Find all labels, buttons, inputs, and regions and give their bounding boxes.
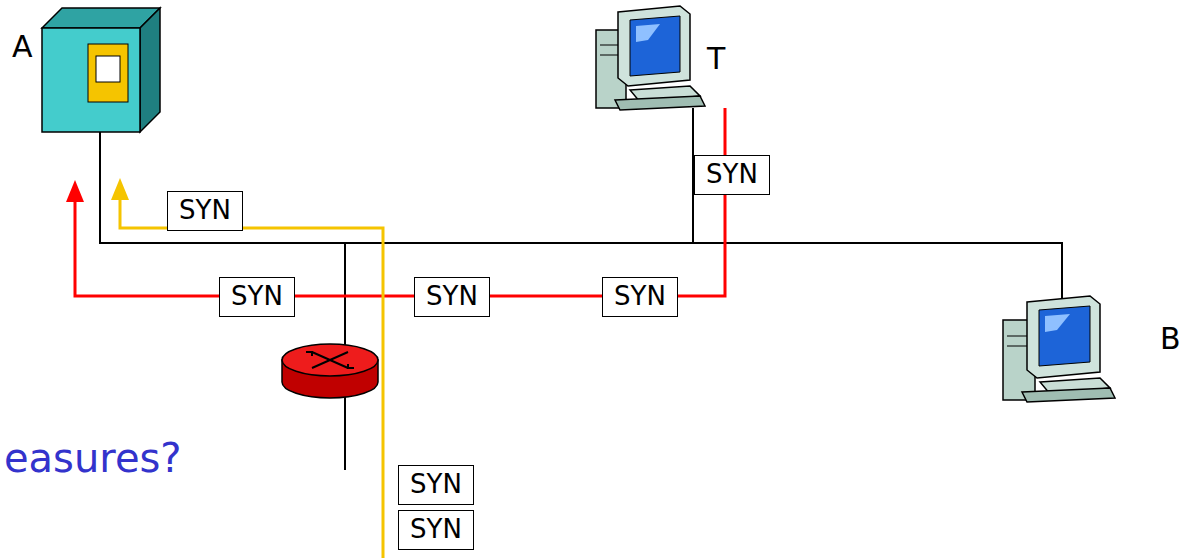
packet-label: SYN (179, 195, 231, 226)
heading-fragment: easures? (4, 436, 182, 480)
host-label: B (1160, 322, 1181, 355)
packet-box: SYN (694, 155, 770, 194)
packet-box: SYN (219, 277, 295, 316)
spoofed-syn-path (66, 108, 725, 296)
packet-label: SYN (706, 159, 758, 190)
packet-label: SYN (410, 469, 462, 500)
computer-icon (1003, 296, 1115, 402)
packet-box: SYN (398, 510, 474, 549)
server-icon (42, 8, 160, 132)
packet-label: SYN (614, 281, 666, 312)
packet-label: SYN (426, 281, 478, 312)
packet-box: SYN (602, 277, 678, 316)
packet-label: SYN (410, 514, 462, 545)
computer-icon (596, 6, 705, 110)
packet-box: SYN (398, 465, 474, 504)
packet-box: SYN (414, 277, 490, 316)
packet-label: SYN (231, 281, 283, 312)
host-label: A (12, 30, 33, 63)
ethernet-wires (100, 108, 1062, 470)
host-label: T (707, 42, 725, 75)
router-icon (282, 344, 378, 398)
packet-box: SYN (167, 191, 243, 230)
external-syn-path (111, 178, 383, 558)
